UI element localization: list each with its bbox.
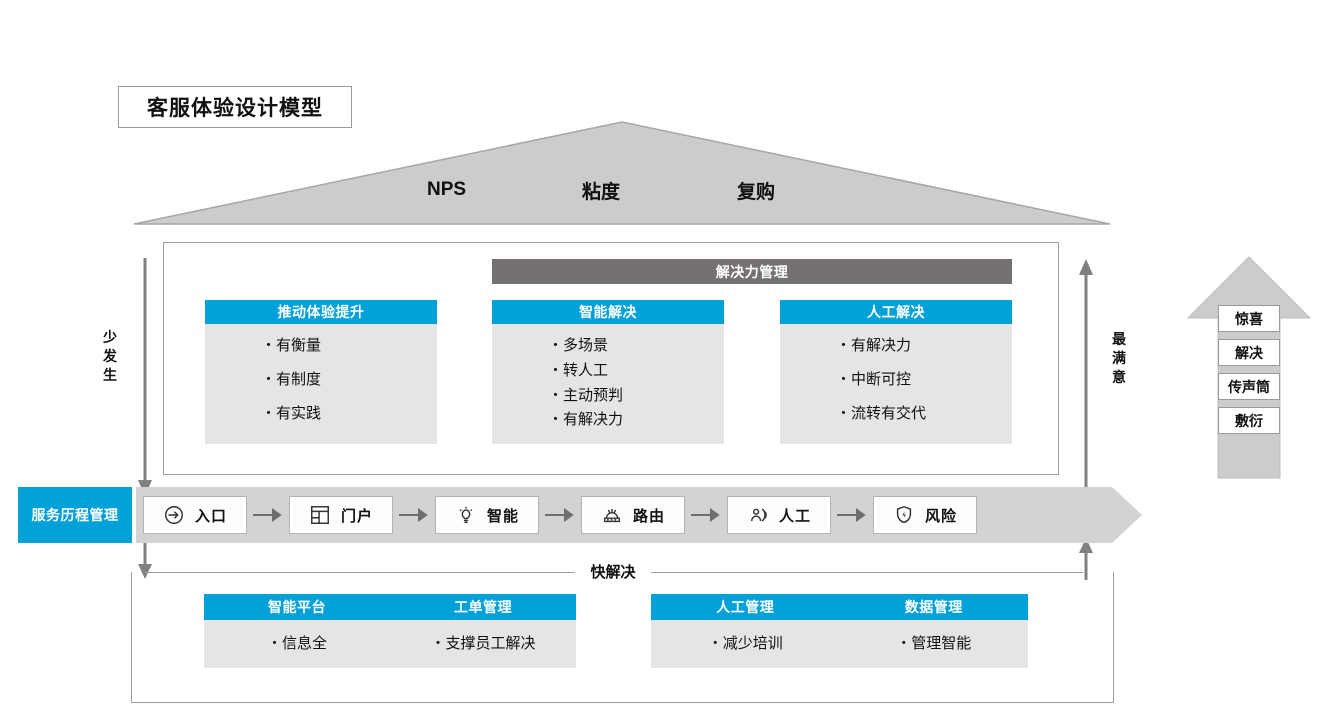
arrow-right-icon <box>831 508 873 522</box>
panel-body: ・减少培训 ・管理智能 <box>651 620 1028 668</box>
agent-headset-icon <box>747 504 769 526</box>
router-icon <box>601 504 623 526</box>
panel-header: 人工解决 <box>780 300 1012 324</box>
shield-bolt-icon <box>893 504 915 526</box>
roof-label-group: NPS 粘度 复购 <box>132 175 1112 205</box>
maturity-label-perfunctory: 敷衍 <box>1218 407 1280 434</box>
list-item: ・转人工 <box>548 361 609 379</box>
list-item: ・支撑员工解决 <box>430 635 536 652</box>
dashboard-layout-icon <box>309 504 331 526</box>
list-item: ・有制度 <box>261 370 322 388</box>
list-item: ・管理智能 <box>896 635 972 652</box>
panel-header: 智能平台 <box>268 599 326 615</box>
group-header-resolution-management: 解决力管理 <box>492 259 1012 284</box>
list-item: ・减少培训 <box>707 635 783 652</box>
panel-header: 推动体验提升 <box>205 300 437 324</box>
panel-smart-resolution: 智能解决 ・多场景 ・转人工 ・主动预判 ・有解决力 <box>492 300 724 444</box>
right-up-arrow-upper <box>1079 258 1093 498</box>
right-up-arrow-lower <box>1079 538 1093 580</box>
step-routing[interactable]: 路由 <box>581 496 685 534</box>
panel-header: 智能解决 <box>492 300 724 324</box>
maturity-label-delight: 惊喜 <box>1218 305 1280 332</box>
list-item: ・中断可控 <box>836 370 912 388</box>
list-item: ・有解决力 <box>836 337 912 354</box>
panel-header: 工单管理 <box>454 599 512 615</box>
roof-shape <box>132 120 1112 228</box>
panel-body: ・有衡量 ・有制度 ・有实践 <box>205 324 437 444</box>
divider-line-right <box>651 572 1083 573</box>
roof-label-stickiness: 粘度 <box>582 181 621 203</box>
roof-label-repurchase: 复购 <box>737 181 776 203</box>
arrow-right-icon <box>685 508 727 522</box>
right-axis-label: 最满意 <box>1112 331 1126 385</box>
maturity-label-megaphone: 传声筒 <box>1218 373 1280 400</box>
arrow-right-icon <box>393 508 435 522</box>
panel-human-resolution: 人工解决 ・有解决力 ・中断可控 ・流转有交代 <box>780 300 1012 444</box>
list-item: ・有衡量 <box>261 337 322 354</box>
step-label: 路由 <box>632 507 665 525</box>
list-item: ・有解决力 <box>548 411 624 429</box>
panel-header: 数据管理 <box>904 599 963 615</box>
step-label: 门户 <box>340 507 373 525</box>
panel-drive-experience: 推动体验提升 ・有衡量 ・有制度 ・有实践 <box>205 300 437 444</box>
journey-management-label: 服务历程管理 <box>18 487 132 543</box>
maturity-label-list: 惊喜 解决 传声筒 敷衍 <box>1218 305 1280 434</box>
list-item: ・有实践 <box>261 404 322 422</box>
list-item: ・多场景 <box>548 337 609 354</box>
step-portal[interactable]: 门户 <box>289 496 393 534</box>
step-risk[interactable]: 风险 <box>873 496 977 534</box>
arrow-right-icon <box>539 508 581 522</box>
lightbulb-icon <box>455 504 477 526</box>
panel-body: ・有解决力 ・中断可控 ・流转有交代 <box>780 324 1012 444</box>
divider-label-fast-resolution: 快解决 <box>575 561 651 582</box>
page-title: 客服体验设计模型 <box>118 86 352 128</box>
panel-platform-and-ticket: 智能平台 工单管理 ・信息全 ・支撑员工解决 <box>204 594 576 668</box>
list-item: ・主动预判 <box>548 386 624 404</box>
roof-label-nps: NPS <box>427 179 467 200</box>
step-intelligence[interactable]: 智能 <box>435 496 539 534</box>
arrow-into-circle-icon <box>163 504 185 526</box>
step-label: 风险 <box>924 507 957 525</box>
left-axis-label: 少发生 <box>103 329 117 383</box>
step-label: 入口 <box>194 507 227 525</box>
step-entry[interactable]: 入口 <box>143 496 247 534</box>
arrow-right-icon <box>247 508 289 522</box>
panel-header: 人工管理 <box>716 599 775 615</box>
step-label: 智能 <box>486 507 519 525</box>
list-item: ・信息全 <box>266 635 327 652</box>
list-item: ・流转有交代 <box>836 404 927 422</box>
step-human-agent[interactable]: 人工 <box>727 496 831 534</box>
panel-body: ・信息全 ・支撑员工解决 <box>204 620 576 668</box>
panel-header-row: 智能平台 工单管理 <box>204 594 576 620</box>
panel-header-row: 人工管理 数据管理 <box>651 594 1028 620</box>
panel-human-and-data: 人工管理 数据管理 ・减少培训 ・管理智能 <box>651 594 1028 668</box>
journey-step-list: 入口 门户 智能 <box>143 495 1113 535</box>
left-down-arrow-upper <box>138 258 152 498</box>
panel-body: ・多场景 ・转人工 ・主动预判 ・有解决力 <box>492 324 724 444</box>
divider-line-left <box>145 572 575 573</box>
step-label: 人工 <box>778 507 811 525</box>
lower-section-frame <box>131 572 1114 703</box>
maturity-label-resolve: 解决 <box>1218 339 1280 366</box>
